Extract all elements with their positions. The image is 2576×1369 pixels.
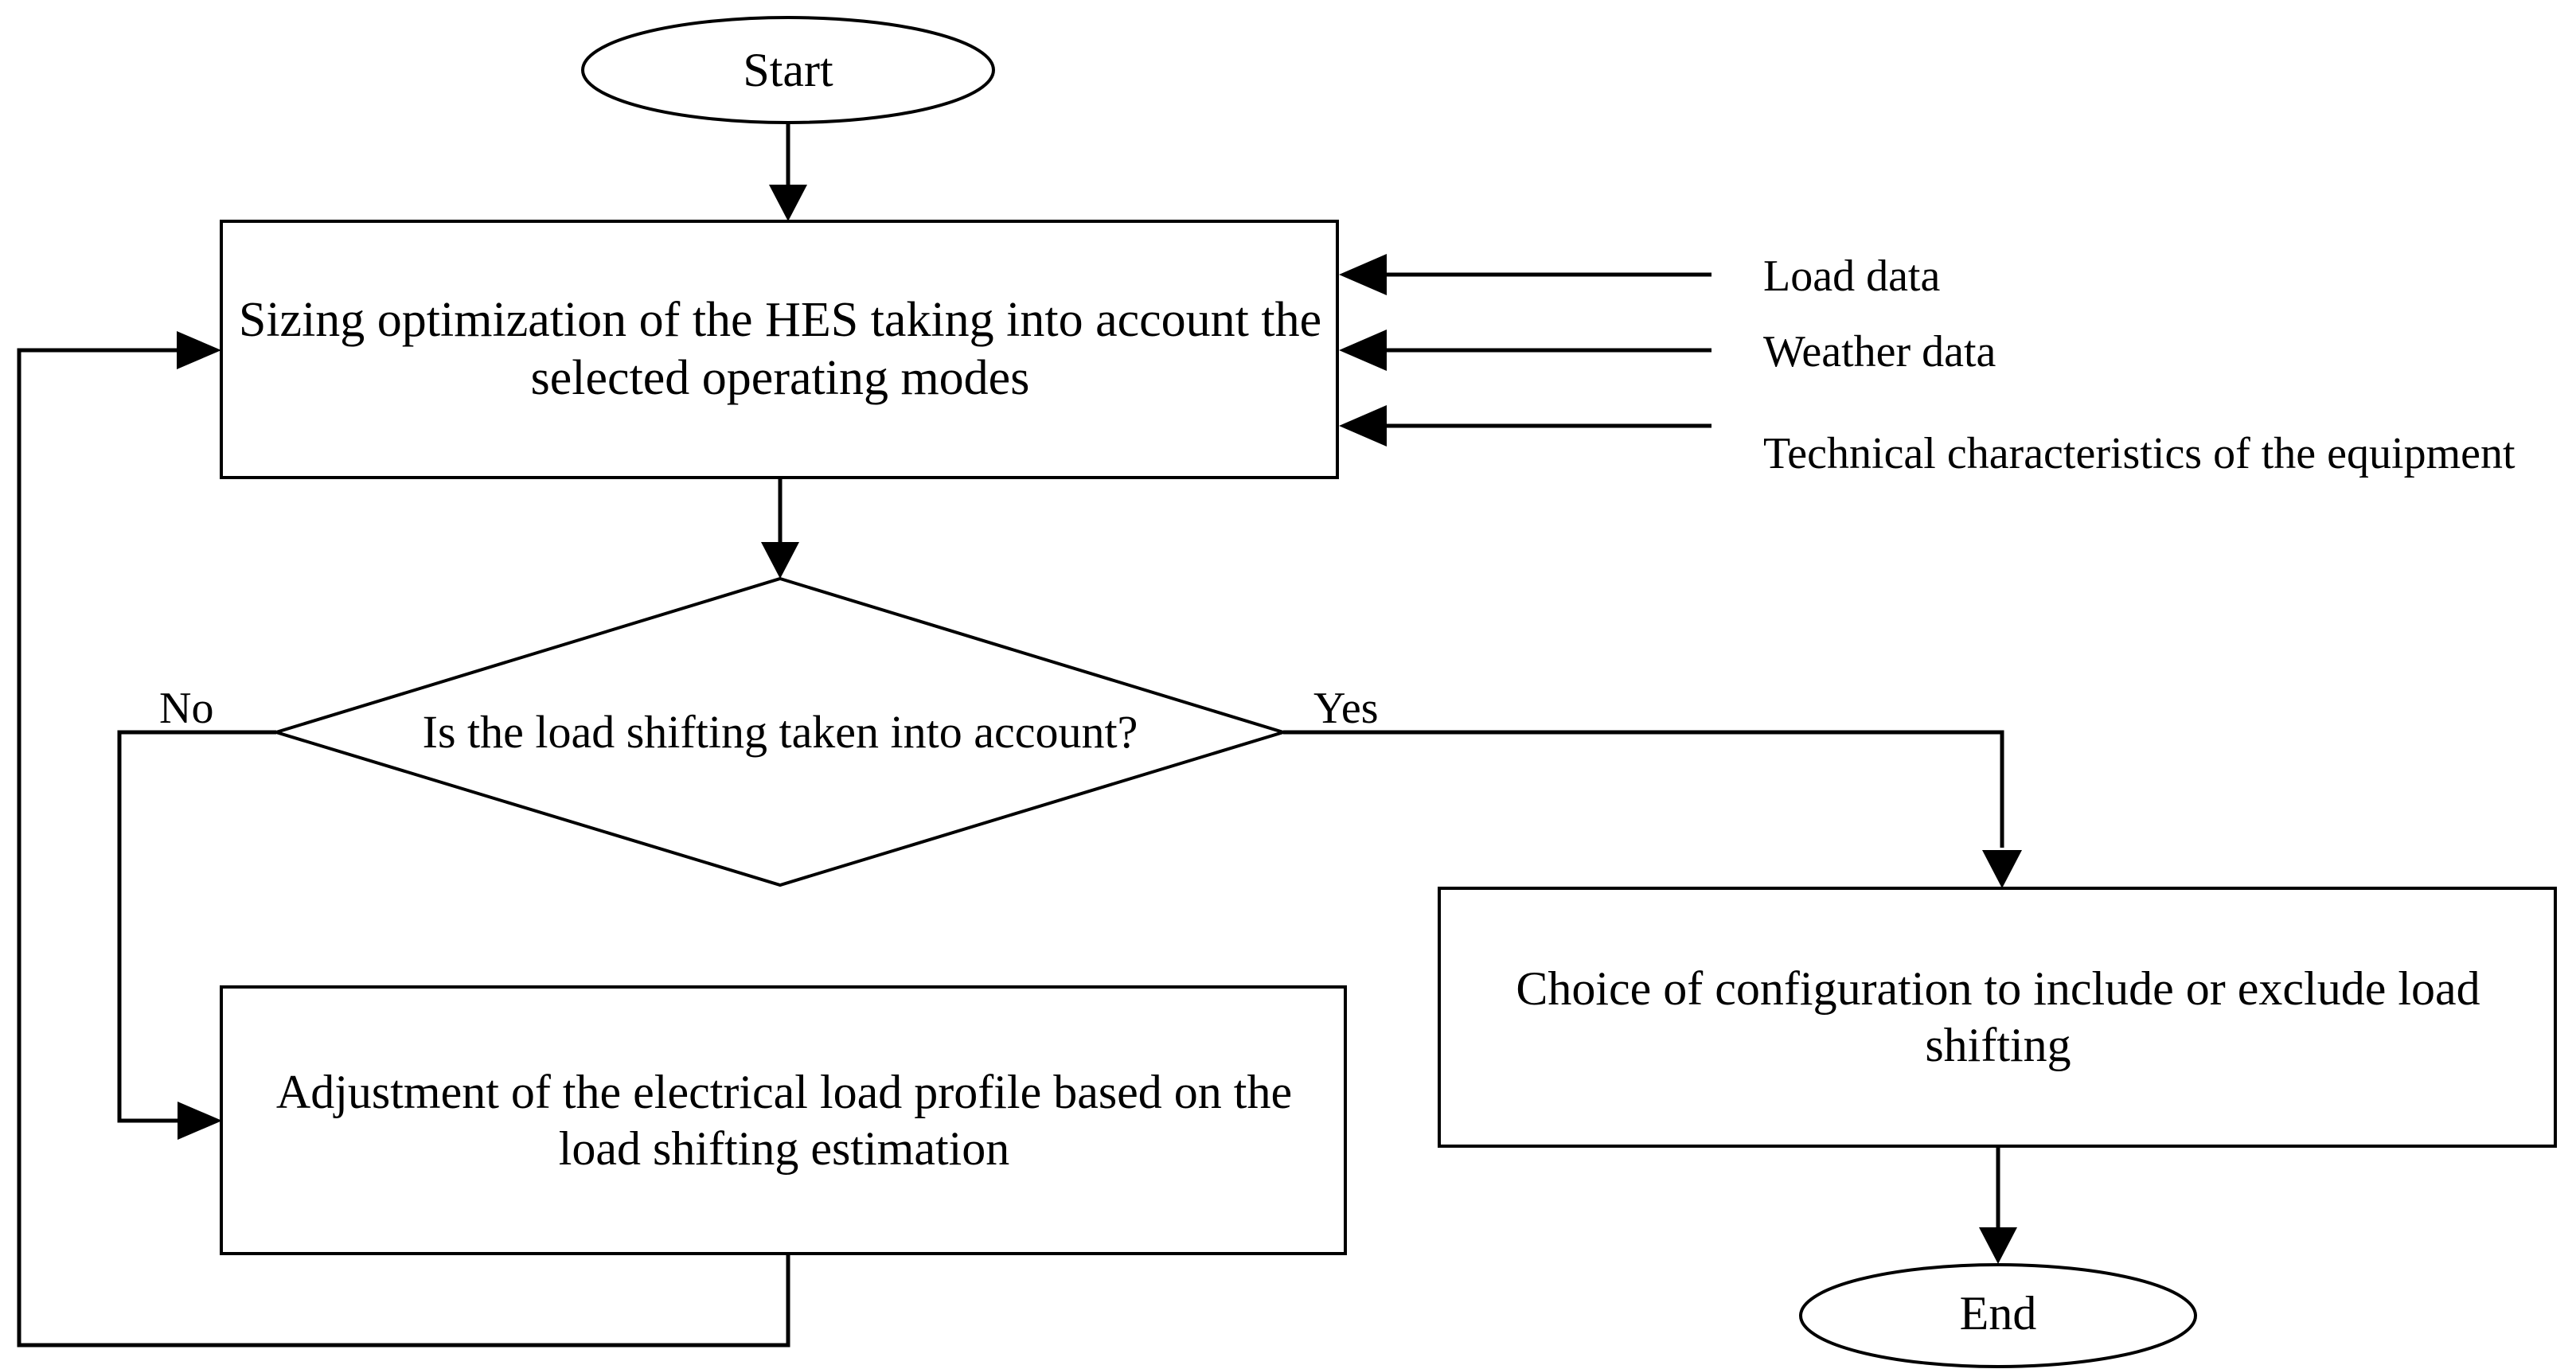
connector-yes-branch bbox=[1283, 730, 2004, 848]
node-end-shape[interactable] bbox=[1799, 1263, 2197, 1368]
arrowhead-sizing-to-decision bbox=[761, 542, 799, 579]
node-sizing-shape[interactable] bbox=[220, 220, 1339, 479]
node-decision-shape[interactable] bbox=[271, 576, 1289, 887]
arrowhead-no-branch bbox=[178, 1102, 222, 1140]
arrowhead-feedback-loop bbox=[177, 331, 221, 369]
connector-feedback-loop bbox=[17, 348, 790, 1348]
node-configuration-shape[interactable] bbox=[1438, 887, 2557, 1148]
node-start-shape[interactable] bbox=[581, 16, 995, 124]
arrowhead-input-load-data bbox=[1339, 254, 1387, 295]
arrowhead-input-weather-data bbox=[1339, 330, 1387, 371]
arrowhead-configuration-to-end bbox=[1979, 1227, 2017, 1264]
connector-no-branch bbox=[117, 730, 276, 1123]
arrowhead-input-technical-characteristics bbox=[1339, 405, 1387, 447]
arrowhead-yes-branch bbox=[1982, 850, 2022, 888]
node-adjustment-shape[interactable] bbox=[220, 985, 1347, 1255]
arrowhead-start-to-sizing bbox=[769, 185, 807, 221]
